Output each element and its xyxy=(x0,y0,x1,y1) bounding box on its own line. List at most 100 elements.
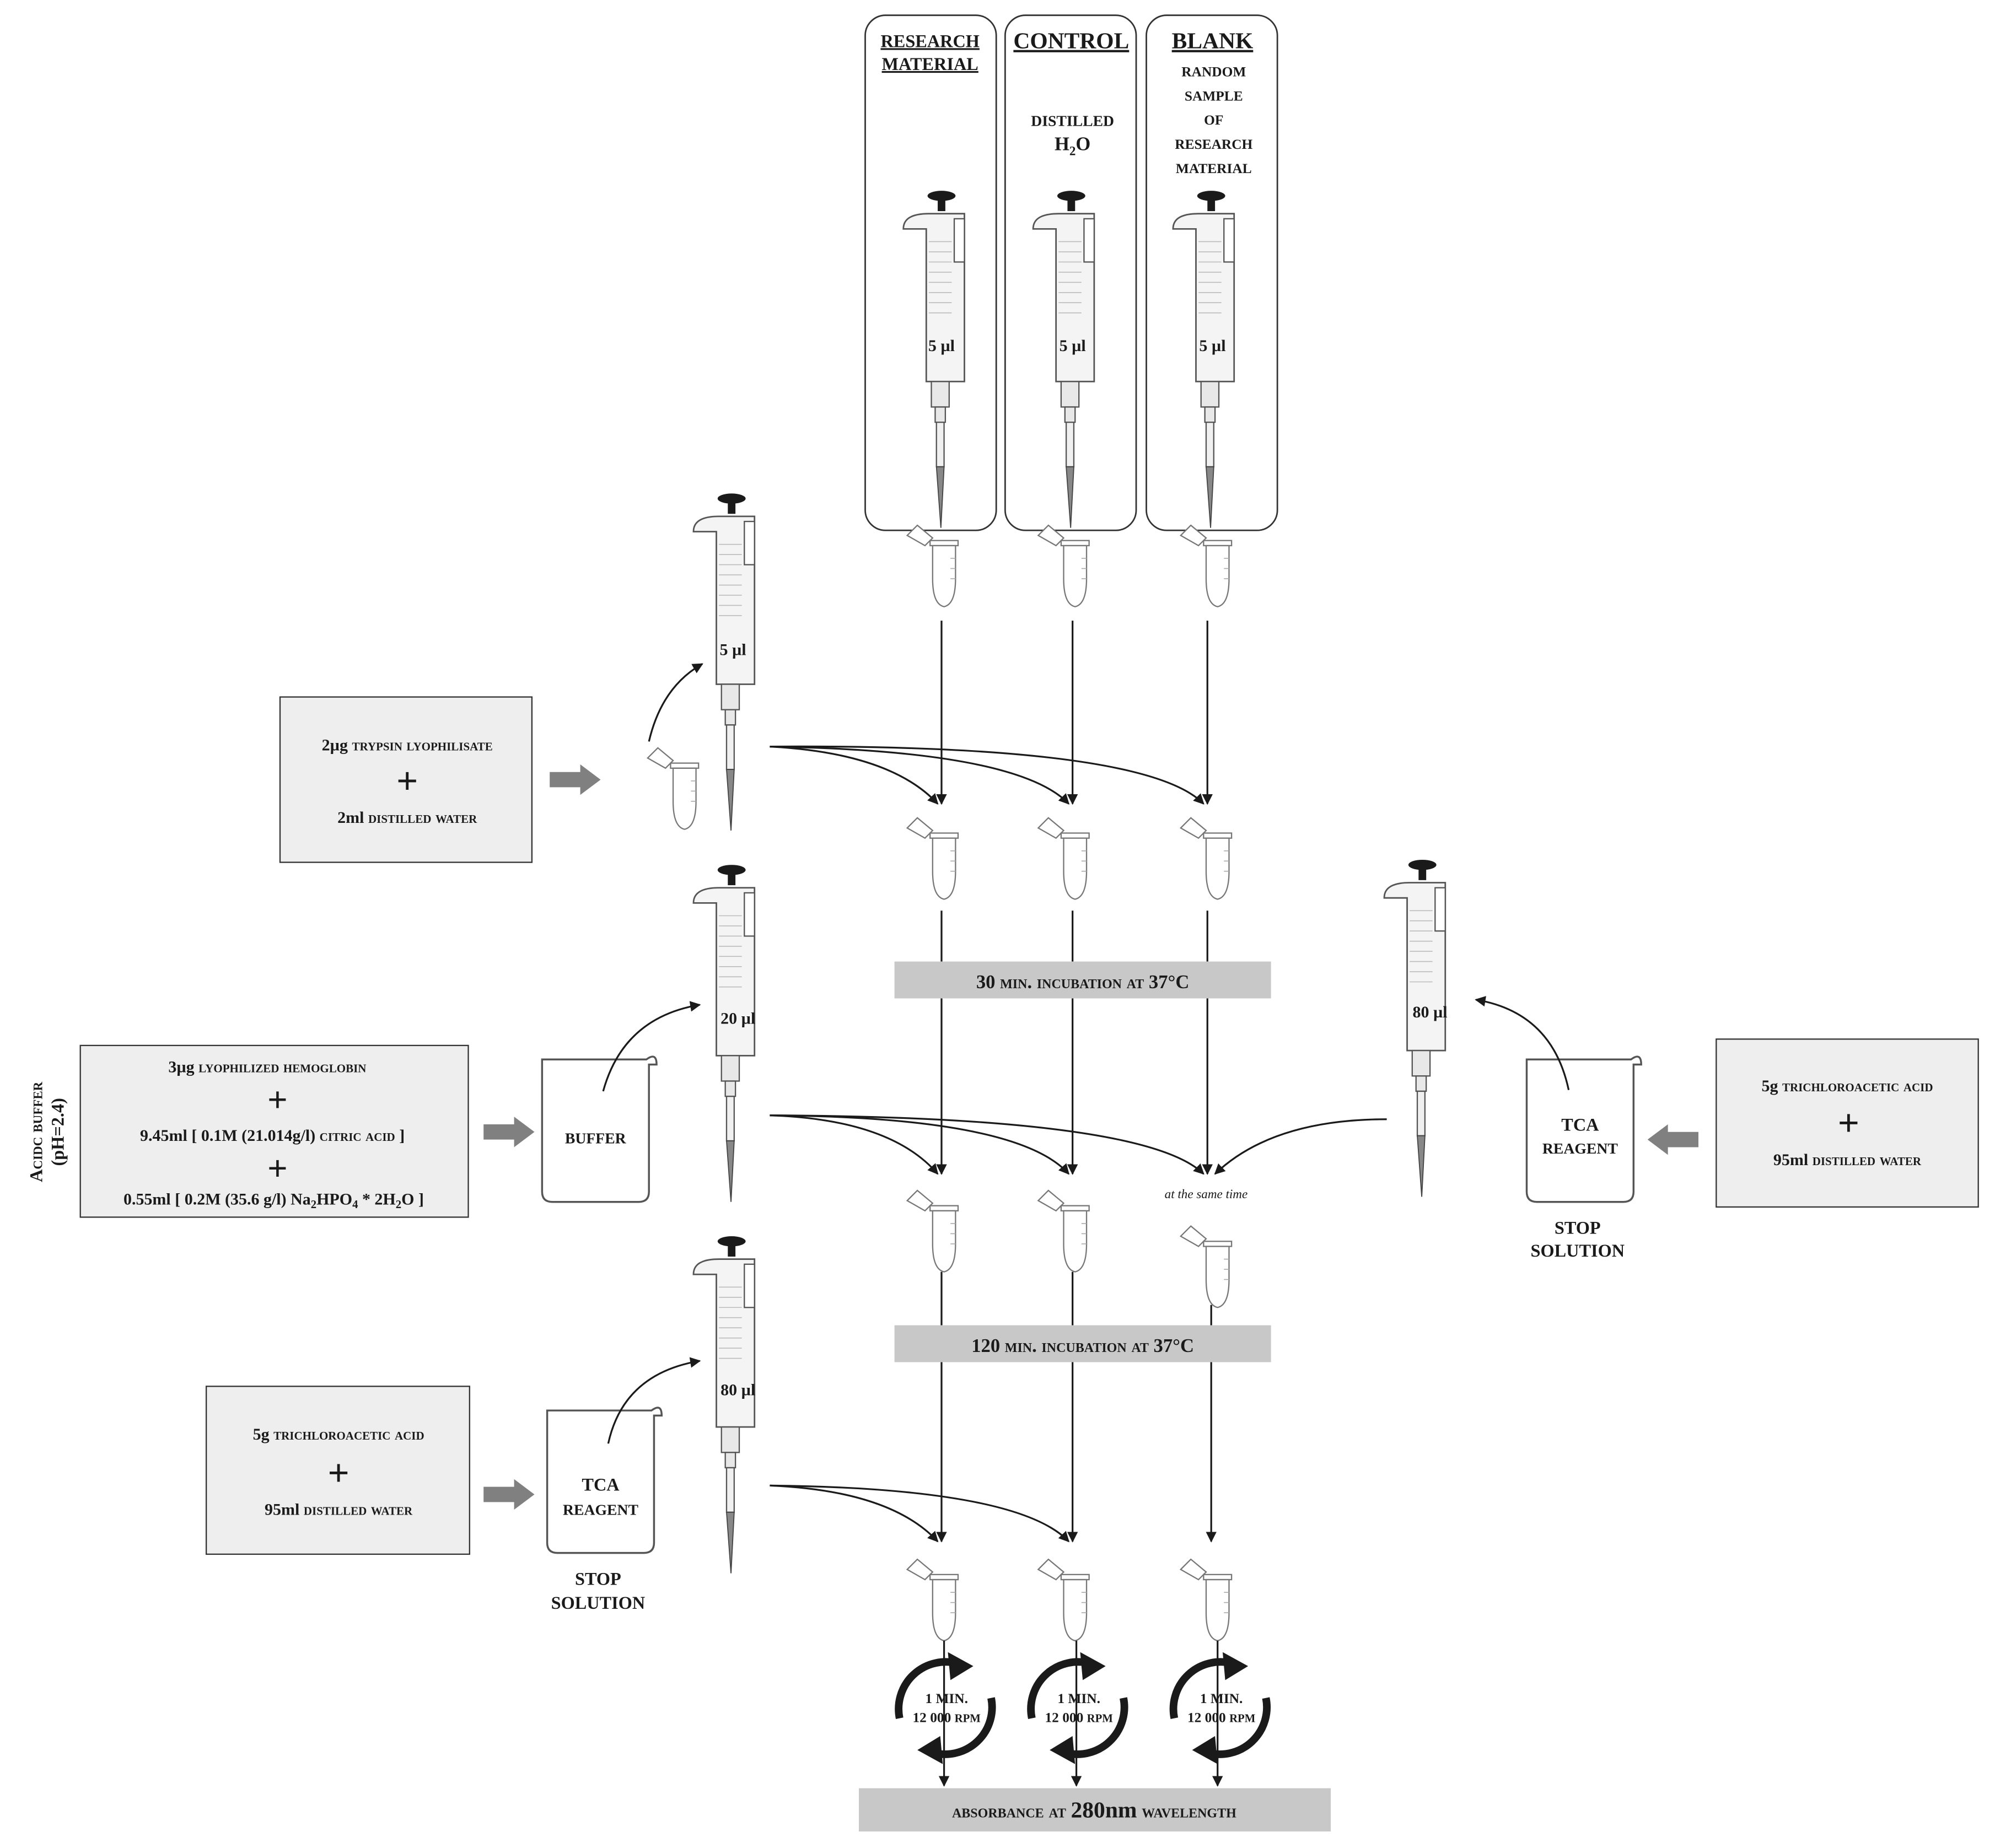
tca-right-box-bg xyxy=(1716,1038,1979,1208)
tca-right-dispense-arrow xyxy=(1214,1118,1387,1175)
tca-left-dispense-arrows xyxy=(770,1484,1070,1543)
tca-right-line1: 5g trichloroacetic acid xyxy=(1761,1077,1933,1095)
flow-arrows-1 xyxy=(936,621,1213,805)
blank-desc-line: RANDOM xyxy=(1181,64,1246,79)
centrifuge-line2: 12 000 RPM xyxy=(913,1710,981,1726)
control-title: CONTROL xyxy=(1013,28,1129,53)
tube-research-row4 xyxy=(906,1559,959,1642)
acidic-buffer-line2: 9.45ml [ 0.1M (21.014g/l) citric acid ] xyxy=(140,1127,405,1145)
tca-right-pipette xyxy=(1383,859,1446,1198)
same-time-note: at the same time xyxy=(1165,1187,1248,1201)
tca-right-beaker-label2: REAGENT xyxy=(1542,1140,1618,1157)
buffer-dispense-arrows xyxy=(770,1114,1204,1175)
trypsin-grey-arrow xyxy=(550,764,601,795)
tca-left-pipette-volume: 80 µl xyxy=(720,1381,755,1399)
tca-right-grey-arrow xyxy=(1647,1124,1699,1155)
blank-desc-line: RESEARCH xyxy=(1175,137,1252,152)
blank-desc-line: SAMPLE xyxy=(1185,88,1243,104)
centrifuge-line1: 1 MIN. xyxy=(1200,1691,1243,1706)
control-desc-h2o: H2O xyxy=(1055,133,1090,158)
buffer-pipette-volume: 20 µl xyxy=(720,1010,755,1028)
buffer-beaker-label: BUFFER xyxy=(565,1130,627,1147)
acidic-buffer-grey-arrow xyxy=(483,1117,535,1147)
tca-right-box: 5g trichloroacetic acid + 95ml distilled… xyxy=(1716,1038,1979,1208)
tca-left-beaker-label1: TCA xyxy=(582,1475,620,1495)
incubation-120-bg xyxy=(894,1325,1271,1362)
trypsin-dispense-arrows xyxy=(770,745,1204,805)
control-volume: 5 µl xyxy=(1060,337,1086,355)
flow-arrows-3 xyxy=(936,1362,1217,1543)
tca-left-beaker-label2: REAGENT xyxy=(563,1501,638,1518)
tca-left-transfer-arrow xyxy=(607,1357,701,1444)
acidic-buffer-line3: 0.55ml [ 0.2M (35.6 g/l) Na2HPO4 * 2H2O … xyxy=(123,1190,424,1211)
acidic-buffer-side-label: Acidc buffer xyxy=(26,1081,46,1182)
tube-control-row4 xyxy=(1037,1559,1090,1642)
centrifuge-research: 1 MIN. 12 000 RPM xyxy=(899,1640,992,1787)
tca-left-line2: 95ml distilled water xyxy=(265,1500,413,1518)
trypsin-vial xyxy=(647,747,700,830)
blank-volume: 5 µl xyxy=(1199,337,1225,355)
centrifuge-control: 1 MIN. 12 000 RPM xyxy=(1031,1640,1125,1787)
tca-right-beaker-label1: TCA xyxy=(1561,1114,1599,1134)
tca-right-pipette-volume: 80 µl xyxy=(1413,1003,1448,1021)
centrifuge-line1: 1 MIN. xyxy=(925,1691,968,1706)
trypsin-box: 2µg trypsin lyophilisate + 2ml distilled… xyxy=(279,696,533,863)
absorbance-label: absorbance at 280nm wavelength xyxy=(952,1797,1236,1823)
tca-left-line1: 5g trichloroacetic acid xyxy=(253,1425,424,1443)
research-title-line2: MATERIAL xyxy=(882,54,978,74)
centrifuge-line2: 12 000 RPM xyxy=(1187,1710,1255,1726)
flow-arrows-2 xyxy=(936,998,1213,1175)
trypsin-pipette-volume: 5 µl xyxy=(719,640,746,659)
control-desc-line1: DISTILLED xyxy=(1031,112,1114,129)
tca-left-grey-arrow xyxy=(483,1479,535,1510)
spin-icon xyxy=(1031,1652,1125,1764)
trypsin-line2: 2ml distilled water xyxy=(337,809,477,827)
blank-desc-line: MATERIAL xyxy=(1176,161,1252,176)
incubation-120-bar: 120 min. incubation at 37°C xyxy=(894,1271,1271,1362)
tca-left-box: 5g trichloroacetic acid + 95ml distilled… xyxy=(205,1386,470,1555)
incubation-30-label: 30 min. incubation at 37°C xyxy=(976,972,1189,993)
absorbance-bg xyxy=(858,1788,1331,1832)
trypsin-box-bg xyxy=(279,696,533,863)
tca-left-pipette xyxy=(692,1235,756,1574)
blank-title: BLANK xyxy=(1172,28,1254,53)
tube-control-row3 xyxy=(1037,1189,1090,1273)
trypsin-transfer-arrow xyxy=(648,663,703,742)
trypsin-plus: + xyxy=(396,759,418,802)
tube-blank-row4 xyxy=(1180,1559,1233,1642)
column-blank: BLANK RANDOM SAMPLE OF RESEARCH MATERIAL… xyxy=(1146,14,1278,531)
tca-right-caption1: STOP xyxy=(1555,1217,1601,1237)
column-research-material: RESEARCH MATERIAL 5 µl xyxy=(864,14,997,531)
acidic-buffer-box: 3µg lyophilized hemoglobin + 9.45ml [ 0.… xyxy=(79,1044,469,1218)
acidic-buffer-plus1: + xyxy=(267,1080,288,1119)
tca-right-caption2: SOLUTION xyxy=(1531,1241,1625,1260)
acidic-buffer-line1: 3µg lyophilized hemoglobin xyxy=(168,1058,366,1076)
research-volume: 5 µl xyxy=(928,337,955,355)
tca-left-plus: + xyxy=(327,1451,349,1494)
tca-right-plus: + xyxy=(1838,1102,1859,1144)
acidic-buffer-box-bg xyxy=(79,1044,469,1218)
tube-blank-row1 xyxy=(1180,524,1233,607)
tca-left-caption1: STOP xyxy=(575,1569,621,1588)
acidic-buffer-ph-label: (pH=2.4) xyxy=(48,1098,68,1166)
centrifuge-line1: 1 MIN. xyxy=(1057,1691,1100,1706)
trypsin-pipette xyxy=(692,492,756,832)
tca-left-box-bg xyxy=(205,1386,470,1555)
buffer-pipette xyxy=(692,864,756,1203)
spin-icon xyxy=(899,1652,992,1764)
tca-right-line2: 95ml distilled water xyxy=(1773,1151,1922,1169)
tca-left-caption2: SOLUTION xyxy=(551,1593,646,1613)
incubation-30-bg xyxy=(894,961,1271,999)
tube-control-row1 xyxy=(1037,524,1090,607)
research-title-line1: RESEARCH xyxy=(880,31,979,51)
buffer-transfer-arrow xyxy=(602,1001,701,1092)
incubation-30-bar: 30 min. incubation at 37°C xyxy=(894,910,1271,999)
tube-research-row1 xyxy=(906,524,959,607)
tube-blank-row3 xyxy=(1180,1225,1233,1308)
absorbance-bar: absorbance at 280nm wavelength xyxy=(858,1788,1331,1832)
tube-control-row2 xyxy=(1037,817,1090,900)
centrifuge-blank: 1 MIN. 12 000 RPM xyxy=(1174,1640,1267,1787)
column-control: CONTROL DISTILLED H2O 5 µl xyxy=(1004,14,1137,531)
incubation-120-label: 120 min. incubation at 37°C xyxy=(971,1335,1194,1356)
